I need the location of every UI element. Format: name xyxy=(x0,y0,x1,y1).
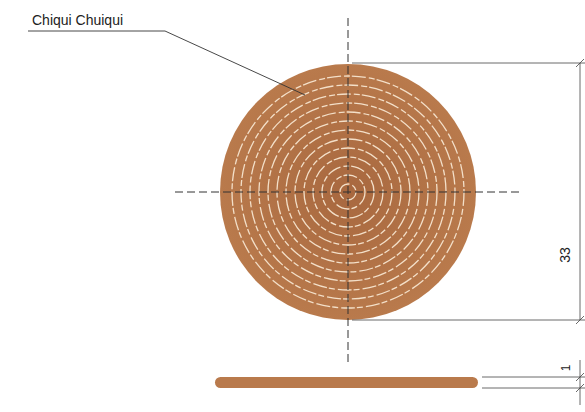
part-name: Chiqui Chuiqui xyxy=(32,13,123,27)
dimension-value: 1 xyxy=(560,365,572,372)
centerlines xyxy=(175,18,520,362)
dimension-33 xyxy=(352,59,585,324)
leader-line xyxy=(28,31,305,95)
disc-side xyxy=(215,377,478,388)
dimension-value: 33 xyxy=(558,247,572,263)
dimension-1 xyxy=(482,360,585,405)
